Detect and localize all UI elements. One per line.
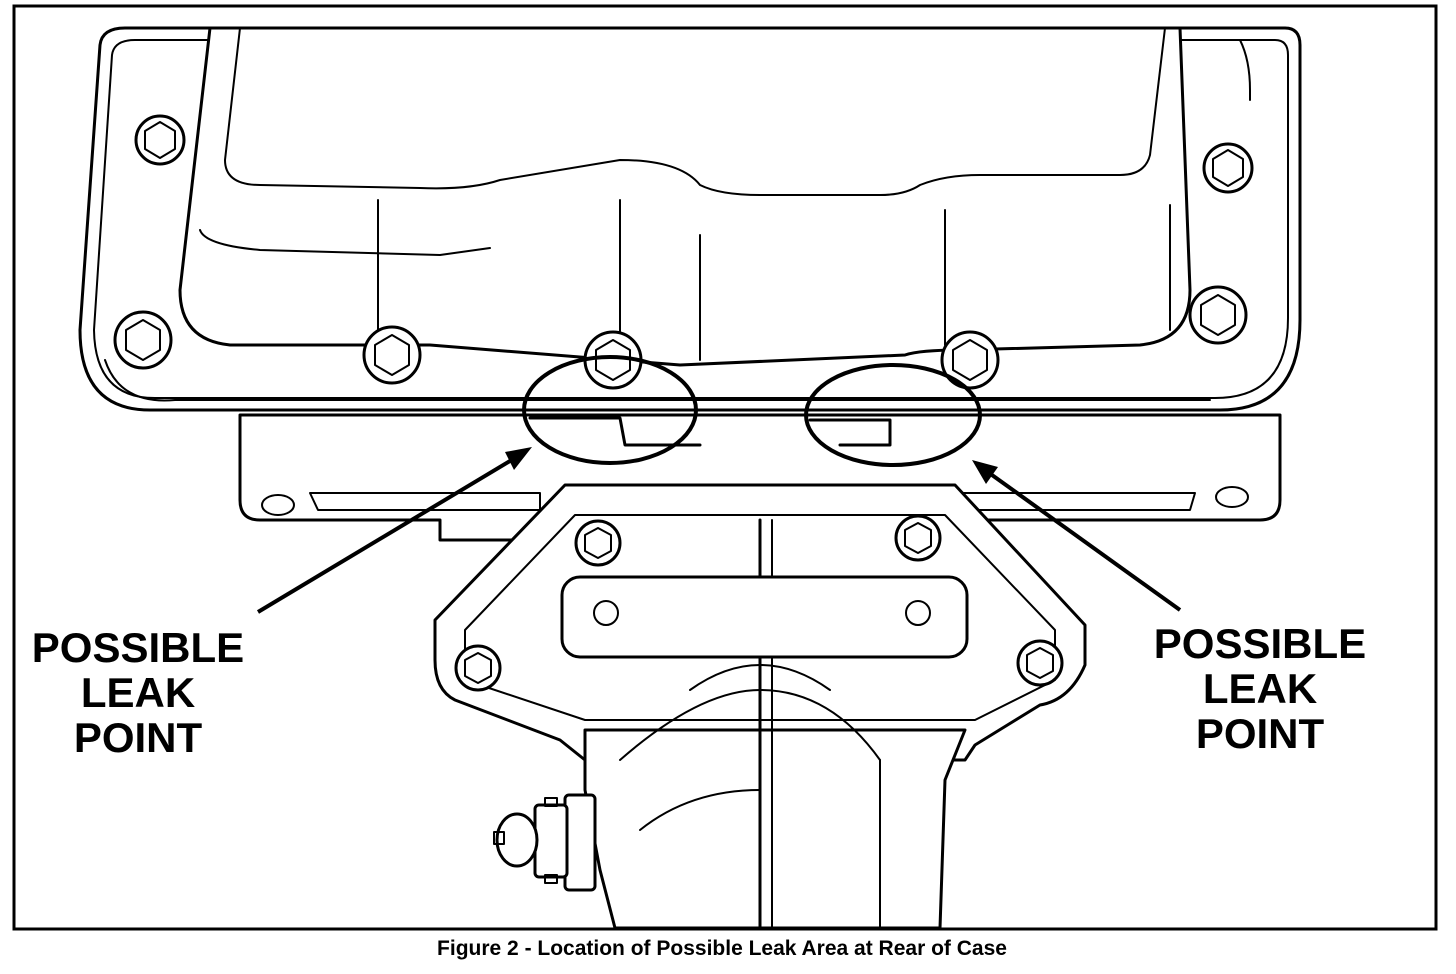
callout-left-line-1: POSSIBLE xyxy=(32,624,244,671)
speed-sensor-connector xyxy=(493,793,597,892)
figure-caption: Figure 2 - Location of Possible Leak Are… xyxy=(437,937,1007,960)
oil-pan xyxy=(78,26,1302,447)
leak-point-left-marker xyxy=(256,355,698,614)
pan-bolts xyxy=(113,114,1254,390)
arrowhead-right xyxy=(972,460,998,484)
callout-left-line-3: POINT xyxy=(74,714,203,761)
callout-right-line-1: POSSIBLE xyxy=(1154,620,1366,667)
leak-point-right-marker xyxy=(804,363,1182,612)
callout-left-line-2: LEAK xyxy=(81,669,195,716)
callout-right-line-3: POINT xyxy=(1196,710,1325,757)
extension-housing xyxy=(238,413,1282,930)
arrowhead-left xyxy=(505,447,532,470)
callout-right-line-2: LEAK xyxy=(1203,665,1317,712)
